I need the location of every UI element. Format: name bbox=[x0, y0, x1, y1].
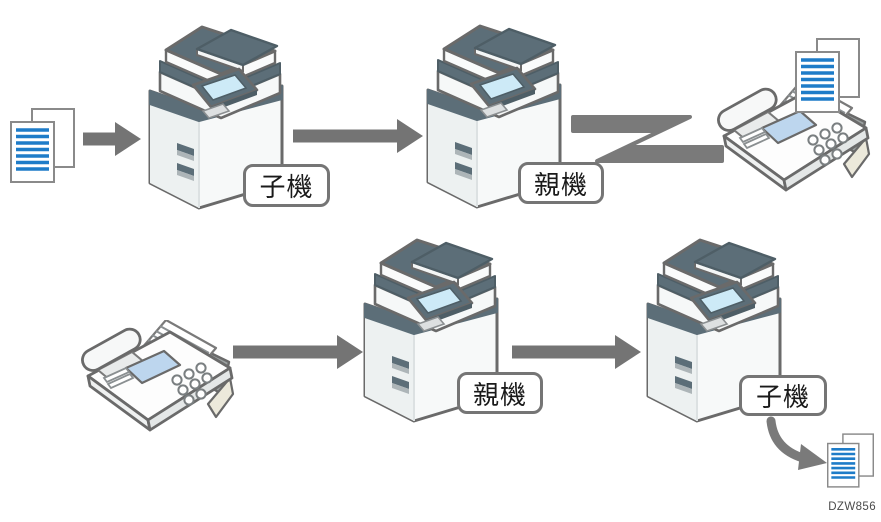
document-pages-icon bbox=[795, 38, 860, 113]
phone-line-zigzag-icon bbox=[571, 115, 724, 163]
label-child-machine: 子機 bbox=[243, 164, 330, 207]
figure-code: DZW856 bbox=[828, 501, 876, 513]
document-pages-icon bbox=[10, 108, 75, 183]
fax-machine-icon bbox=[77, 320, 235, 432]
arrow-right-icon bbox=[233, 335, 363, 369]
label-child-machine: 子機 bbox=[739, 375, 827, 416]
document-pages-icon bbox=[827, 433, 874, 488]
label-parent-machine: 親機 bbox=[457, 372, 543, 414]
arrow-right-icon bbox=[512, 335, 641, 369]
arrow-right-icon bbox=[83, 122, 141, 156]
arrow-right-icon bbox=[293, 119, 423, 153]
curved-arrow-icon bbox=[766, 416, 827, 470]
label-parent-machine: 親機 bbox=[518, 162, 604, 204]
